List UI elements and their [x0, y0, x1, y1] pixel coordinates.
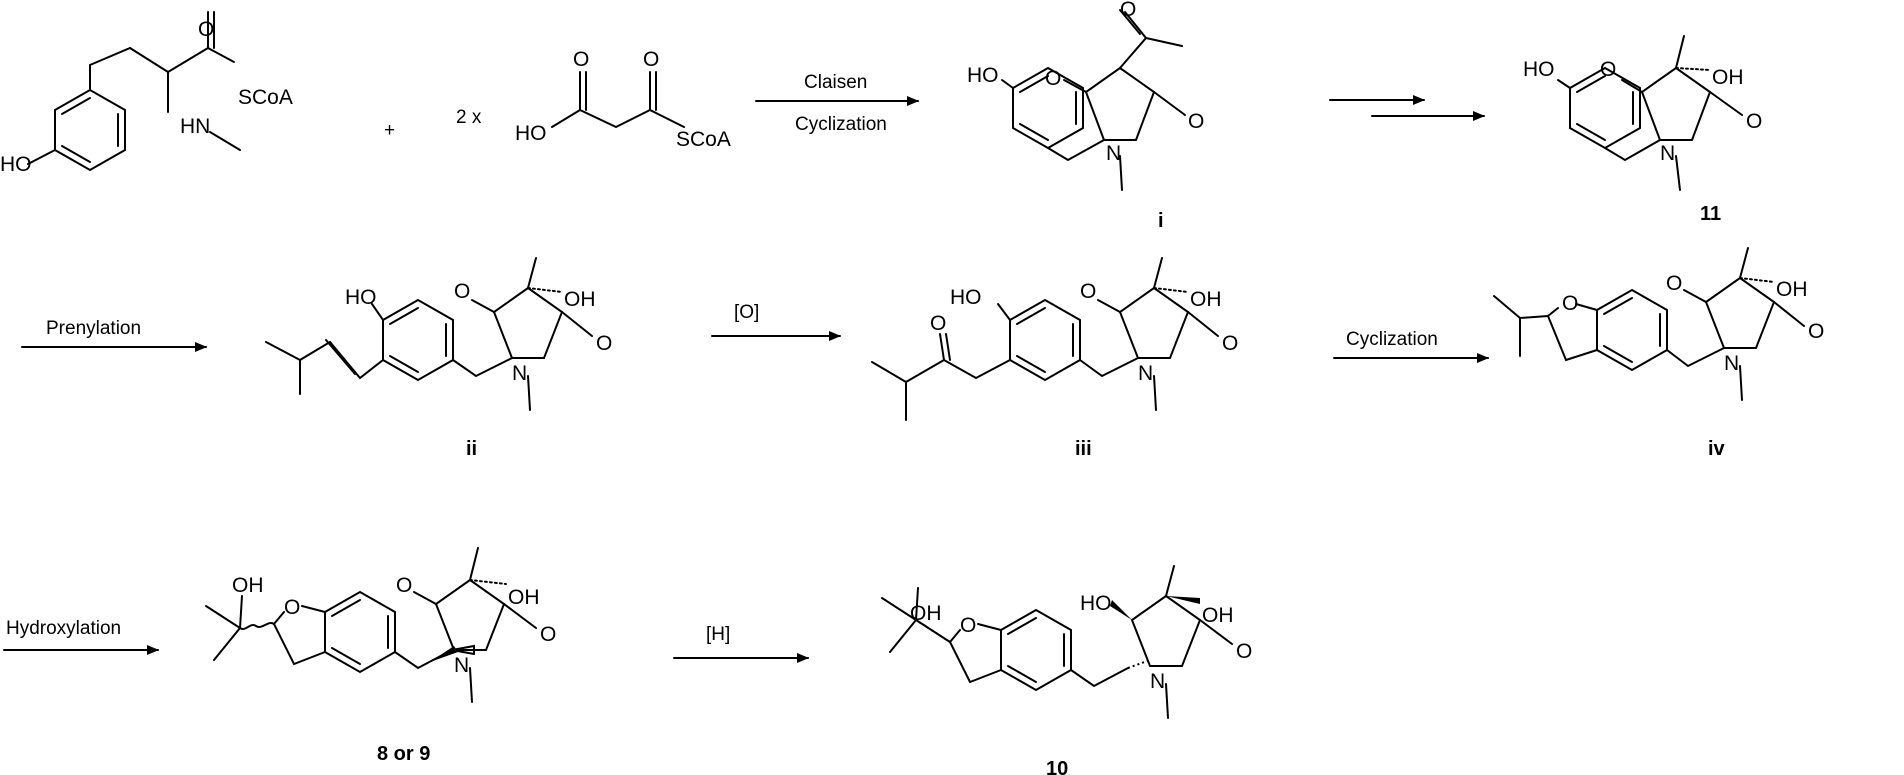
malonyl-multiplier: 2 x	[456, 107, 482, 128]
compound-iii-label: iii	[1075, 438, 1092, 460]
compound-11-label: 11	[1700, 203, 1721, 225]
ho-label: HO	[0, 153, 32, 176]
svg-text:N: N	[1660, 142, 1675, 165]
n-methyl-tyrosyl-scoa-structure: O SCoA HN HO	[0, 11, 293, 176]
svg-text:O: O	[454, 280, 470, 303]
oh-label: OH	[1190, 288, 1222, 311]
compound-iv-label: iv	[1708, 438, 1726, 460]
claisen-cyclization-arrow: Claisen Cyclization	[755, 72, 919, 135]
cyclization-label: Cyclization	[1346, 329, 1438, 350]
svg-text:O: O	[596, 332, 612, 355]
compound-ii-label: ii	[466, 438, 477, 460]
ho-label: HO	[1080, 592, 1112, 615]
svg-text:N: N	[454, 654, 469, 677]
svg-text:N: N	[1106, 142, 1121, 165]
compound-11-structure: HO O OH O N	[1523, 35, 1762, 191]
svg-text:O: O	[1562, 292, 1578, 315]
svg-text:O: O	[1120, 0, 1136, 21]
compound-i-label: i	[1158, 210, 1164, 232]
compound-i-structure: HO O O O N	[967, 0, 1204, 191]
oh-label: OH	[1776, 278, 1808, 301]
prenylation-label: Prenylation	[46, 318, 141, 339]
compound-ii-structure: HO O OH O N	[265, 257, 612, 411]
compound-iii-structure: HO O O OH O N	[871, 257, 1238, 421]
svg-text:O: O	[930, 312, 946, 335]
malonyl-scoa-structure: O O HO SCoA	[515, 48, 731, 151]
scoa-label: SCoA	[676, 128, 731, 151]
ho-label: HO	[1523, 58, 1555, 81]
svg-text:O: O	[573, 48, 589, 71]
svg-text:O: O	[1236, 640, 1252, 663]
oh-label: OH	[564, 288, 596, 311]
compound-iv-structure: O O OH O N	[1493, 247, 1824, 401]
svg-text:O: O	[198, 18, 214, 41]
svg-text:O: O	[540, 623, 556, 646]
svg-text:N: N	[1724, 352, 1739, 375]
svg-text:O: O	[1746, 110, 1762, 133]
ho-label: HO	[345, 286, 377, 309]
ho-label: HO	[967, 64, 999, 87]
ho-label: HO	[950, 286, 982, 309]
prenylation-arrow: Prenylation	[21, 318, 207, 352]
reduction-label: [H]	[706, 624, 730, 645]
svg-text:O: O	[1600, 58, 1616, 81]
svg-text:O: O	[1808, 320, 1824, 343]
svg-text:O: O	[284, 596, 300, 619]
svg-text:O: O	[1080, 280, 1096, 303]
cyclization-arrow: Cyclization	[1333, 329, 1489, 363]
oxidation-arrow: [O]	[711, 302, 841, 341]
svg-text:N: N	[1138, 362, 1153, 385]
compound-10-label: 10	[1046, 758, 1068, 775]
reduction-arrow: [H]	[673, 624, 809, 663]
two-step-arrow	[1329, 95, 1485, 121]
oh-label: OH	[910, 602, 942, 625]
svg-text:O: O	[1045, 67, 1061, 90]
nh-label: HN	[180, 115, 210, 138]
scoa-label: SCoA	[238, 86, 293, 109]
svg-text:O: O	[960, 614, 976, 637]
oh-label: OH	[232, 574, 264, 597]
oxidation-label: [O]	[734, 302, 759, 323]
oh-label: OH	[1202, 604, 1234, 627]
claisen-label: Claisen	[804, 72, 867, 93]
compound-8or9-structure: OH O O OH O N	[205, 547, 556, 703]
svg-text:O: O	[1222, 332, 1238, 355]
oh-label: OH	[1712, 66, 1744, 89]
compound-8or9-label: 8 or 9	[377, 743, 430, 765]
cyclization-label: Cyclization	[795, 114, 887, 135]
svg-text:O: O	[1188, 110, 1204, 133]
plus-sign: +	[384, 120, 395, 141]
ho-label: HO	[515, 122, 547, 145]
svg-text:O: O	[396, 574, 412, 597]
svg-text:N: N	[1150, 670, 1165, 693]
compound-10-structure: OH O HO OH O N	[881, 565, 1252, 719]
svg-text:O: O	[643, 48, 659, 71]
oh-label: OH	[508, 586, 540, 609]
hydroxylation-label: Hydroxylation	[6, 618, 121, 639]
hydroxylation-arrow: Hydroxylation	[3, 618, 159, 655]
svg-text:N: N	[512, 362, 527, 385]
svg-text:O: O	[1666, 272, 1682, 295]
